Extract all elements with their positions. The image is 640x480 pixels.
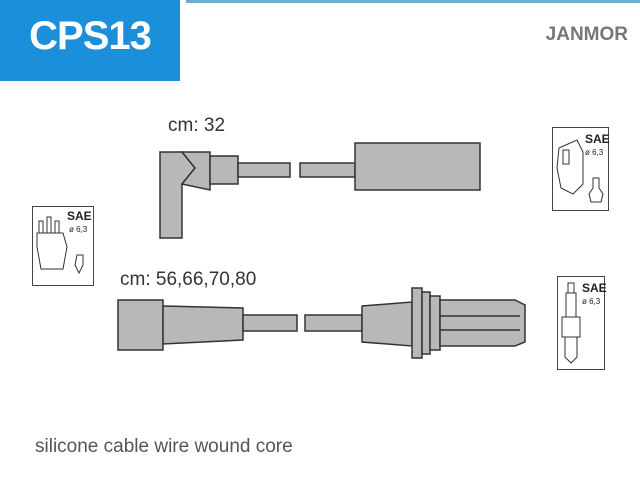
cable-1-wire-b xyxy=(299,162,356,178)
sae-label: SAE xyxy=(585,132,610,146)
cable-1-angled-boot xyxy=(159,151,196,239)
distributor-cap-icon xyxy=(36,216,84,275)
cable-2-connector xyxy=(361,301,413,347)
product-code: CPS13 xyxy=(29,14,152,58)
spark-plug-icon xyxy=(561,282,581,364)
cable-2-ribbed-collar xyxy=(411,287,423,359)
diameter-label: ø 6,3 xyxy=(69,225,88,234)
brand-name: JANMOR xyxy=(545,24,628,45)
spark-plug-connector-info: SAE ø 6,3 xyxy=(557,276,607,370)
product-code-banner: CPS13 xyxy=(0,0,180,81)
cable-1-length: cm: 32 xyxy=(168,115,226,136)
cable-2 xyxy=(117,287,526,359)
cable-1-connector xyxy=(209,155,239,185)
distributor-cap-connector-info: SAE ø 6,3 xyxy=(32,206,94,286)
cable-1 xyxy=(159,142,481,239)
sae-label: SAE xyxy=(582,281,607,295)
diameter-label: ø 6,3 xyxy=(582,297,601,306)
cable-description: silicone cable wire wound core xyxy=(35,436,293,457)
cable-2-straight-boot xyxy=(117,299,164,351)
cable-2-wire-b xyxy=(304,314,363,332)
diameter-label: ø 6,3 xyxy=(585,148,604,157)
ignition-coil-icon xyxy=(556,139,604,203)
header-divider xyxy=(186,0,640,3)
coil-connector-info: SAE ø 6,3 xyxy=(552,127,610,211)
cable-2-plug-boot xyxy=(439,299,526,347)
cable-2-wire-a xyxy=(242,314,298,332)
cable-1-wire-a xyxy=(237,162,291,178)
sae-label: SAE xyxy=(67,209,92,223)
cable-2-length: cm: 56,66,70,80 xyxy=(120,269,257,290)
cable-1-straight-boot xyxy=(354,142,481,191)
